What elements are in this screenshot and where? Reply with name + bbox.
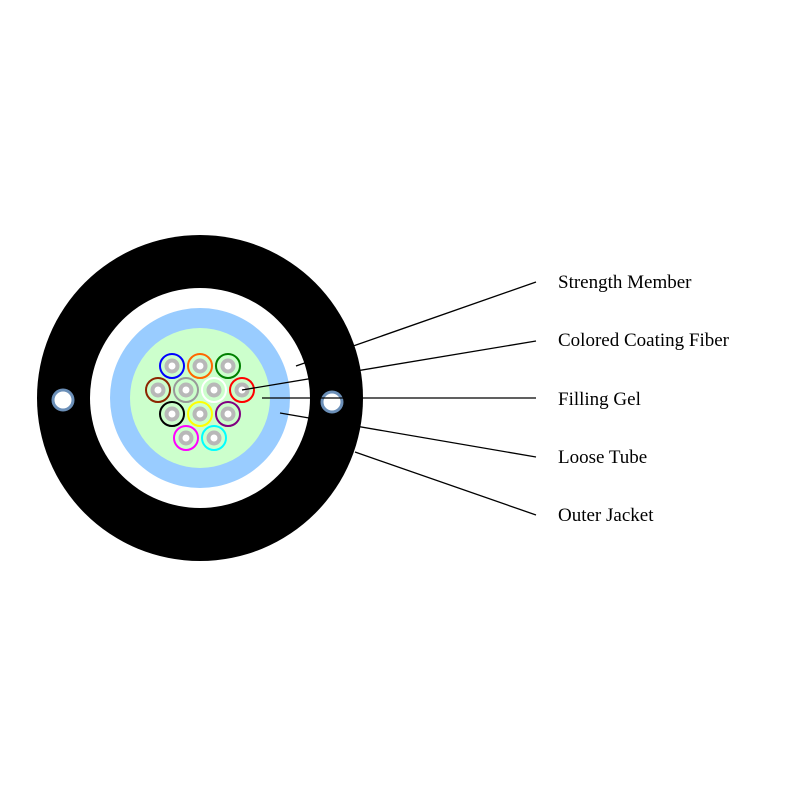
fiber-core [206, 430, 222, 446]
fiber-core [192, 406, 208, 422]
fiber-core [220, 406, 236, 422]
label-outer-jacket: Outer Jacket [558, 505, 654, 526]
fiber [215, 353, 241, 379]
fiber-group [145, 353, 255, 451]
label-colored-coating-fiber: Colored Coating Fiber [558, 330, 729, 351]
fiber-core [206, 382, 222, 398]
label-filling-gel: Filling Gel [558, 389, 641, 410]
fiber-core [220, 358, 236, 374]
label-loose-tube: Loose Tube [558, 447, 648, 468]
strength-member-left [51, 388, 75, 412]
fiber [159, 353, 185, 379]
fiber-core [192, 358, 208, 374]
label-strength-member: Strength Member [558, 272, 692, 293]
leader-strength-member [295, 281, 537, 367]
fiber [173, 425, 199, 451]
fiber [201, 377, 227, 403]
fiber [173, 377, 199, 403]
fiber [187, 353, 213, 379]
fiber [201, 425, 227, 451]
leader-loose-tube [279, 412, 537, 458]
strength-member-right [320, 390, 344, 414]
fiber-core [150, 382, 166, 398]
fiber [159, 401, 185, 427]
fiber-core [178, 430, 194, 446]
leader-outer-jacket [354, 451, 537, 516]
fiber [187, 401, 213, 427]
fiber-core [164, 358, 180, 374]
fiber-core [178, 382, 194, 398]
leader-colored-coating-fiber [241, 340, 537, 391]
fiber [215, 401, 241, 427]
fiber-core [164, 406, 180, 422]
fiber [145, 377, 171, 403]
